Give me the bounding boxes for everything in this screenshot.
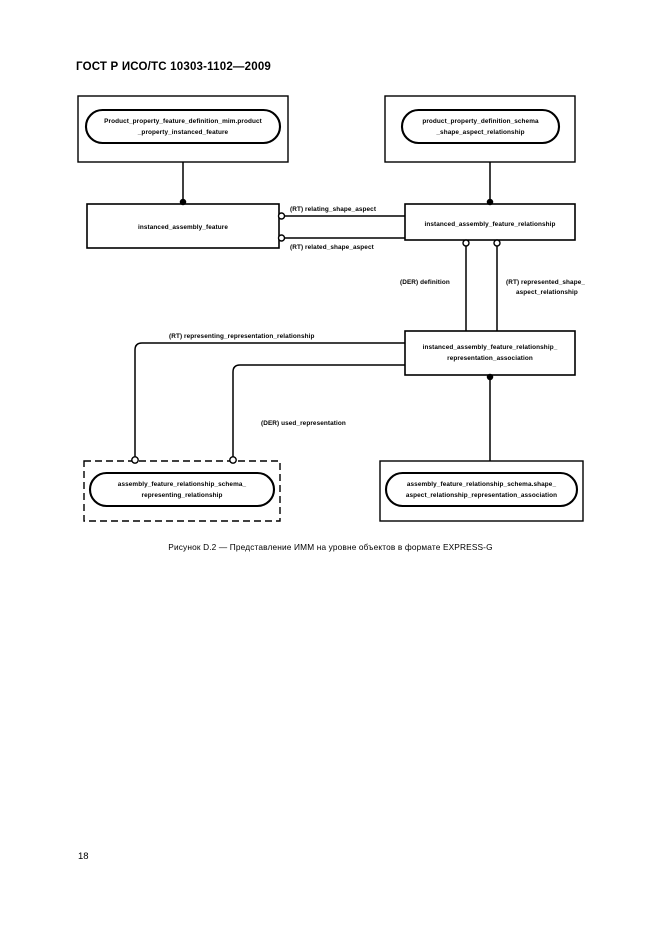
connector-relating-shape-aspect: (RT) relating_shape_aspect xyxy=(277,206,405,220)
connector-representing-representation-relationship: (RT) representing_representation_relatio… xyxy=(131,333,405,464)
label-represented-shape-aspect-line1: (RT) represented_shape_ xyxy=(506,279,585,286)
connector-top-right-to-feature-relationship xyxy=(486,162,494,206)
label-used-representation: (DER) used_representation xyxy=(261,420,346,427)
schema-top-left-label-line1: Product_property_feature_definition_mim.… xyxy=(104,118,263,125)
label-representing-representation-relationship: (RT) representing_representation_relatio… xyxy=(169,333,314,340)
entity-instanced-assembly-feature-relationship-label: instanced_assembly_feature_relationship xyxy=(424,221,555,228)
page-number: 18 xyxy=(78,851,89,862)
entity-representation-association-label-line1: instanced_assembly_feature_relationship_ xyxy=(423,344,558,351)
connector-related-shape-aspect: (RT) related_shape_aspect xyxy=(277,234,405,251)
label-related-shape-aspect: (RT) related_shape_aspect xyxy=(290,244,375,251)
connector-der-definition: (DER) definition xyxy=(400,239,470,331)
schema-box-top-right: product_property_definition_schema _shap… xyxy=(384,95,576,163)
schema-top-left-label-line2: _property_instanced_feature xyxy=(137,129,229,136)
entity-box-representation-association: instanced_assembly_feature_relationship_… xyxy=(404,330,576,376)
schema-bottom-right-label-line1: assembly_feature_relationship_schema.sha… xyxy=(407,481,557,488)
schema-top-right-label-line2: _shape_aspect_relationship xyxy=(435,129,524,136)
entity-box-instanced-assembly-feature-relationship: instanced_assembly_feature_relationship xyxy=(404,203,576,241)
schema-bottom-left-label-line2: representing_relationship xyxy=(142,492,223,499)
entity-box-instanced-assembly-feature: instanced_assembly_feature xyxy=(86,203,280,249)
document-header: ГОСТ Р ИСО/ТС 10303-1102—2009 xyxy=(76,61,272,73)
express-g-diagram: Product_property_feature_definition_mim.… xyxy=(0,85,661,575)
schema-top-right-label-line1: product_property_definition_schema xyxy=(422,118,539,125)
connector-used-representation: (DER) used_representation xyxy=(229,364,405,464)
entity-instanced-assembly-feature-label: instanced_assembly_feature xyxy=(138,224,228,231)
schema-box-bottom-left: assembly_feature_relationship_schema_ re… xyxy=(83,460,281,522)
connector-center-to-bottom-right xyxy=(486,373,494,461)
connector-top-left-to-feature xyxy=(179,162,187,206)
connector-represented-shape-aspect-relationship: (RT) represented_shape_ aspect_relations… xyxy=(493,239,585,331)
figure-caption: Рисунок D.2 — Представление ИММ на уровн… xyxy=(168,542,493,552)
schema-box-top-left: Product_property_feature_definition_mim.… xyxy=(77,95,289,163)
entity-representation-association-label-line2: representation_association xyxy=(447,355,533,362)
label-der-definition: (DER) definition xyxy=(400,279,450,286)
schema-box-bottom-right: assembly_feature_relationship_schema.sha… xyxy=(379,460,584,522)
label-relating-shape-aspect: (RT) relating_shape_aspect xyxy=(290,206,377,213)
schema-bottom-left-label-line1: assembly_feature_relationship_schema_ xyxy=(118,481,247,488)
schema-bottom-right-label-line2: aspect_relationship_representation_assoc… xyxy=(406,492,557,499)
label-represented-shape-aspect-line2: aspect_relationship xyxy=(516,289,578,296)
